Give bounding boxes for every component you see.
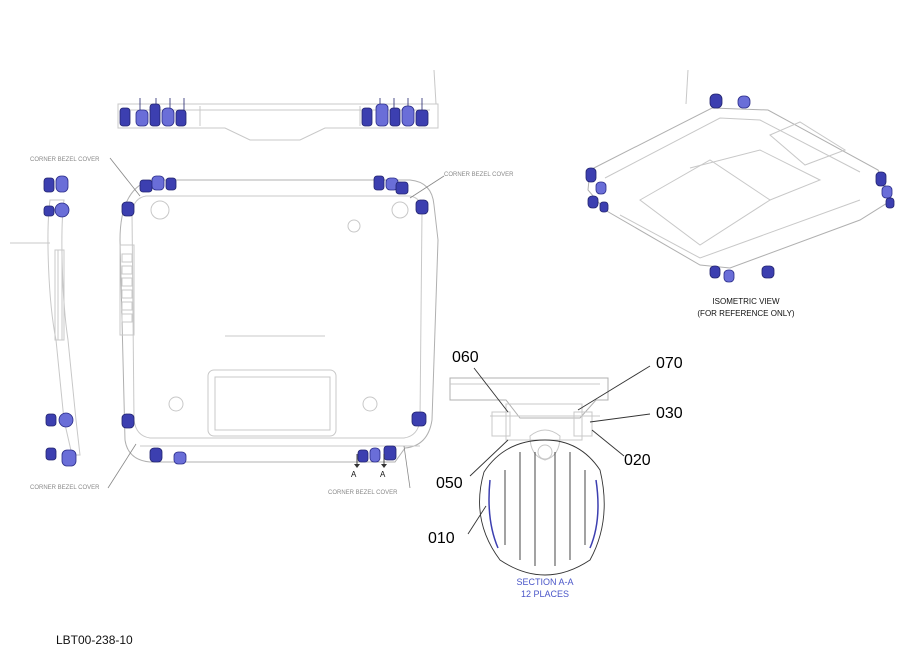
side-view-fasteners xyxy=(43,175,77,467)
top-view-fasteners-right xyxy=(361,98,429,127)
corner-bezel-label-top-right: CORNER BEZEL COVER xyxy=(444,172,514,178)
isometric-fasteners xyxy=(585,93,895,283)
callout-leaders xyxy=(467,365,651,535)
corner-bezel-label-top-left: CORNER BEZEL COVER xyxy=(30,157,100,163)
isometric-view xyxy=(585,69,895,283)
callout-010: 010 xyxy=(428,530,455,547)
plan-view-fasteners xyxy=(121,175,429,465)
section-detail xyxy=(449,377,609,576)
isometric-view-subtitle: (FOR REFERENCE ONLY) xyxy=(697,309,795,318)
corner-bezel-label-bottom-right: CORNER BEZEL COVER xyxy=(328,490,398,496)
callout-030: 030 xyxy=(656,405,683,422)
isometric-view-title: ISOMETRIC VIEW xyxy=(712,297,780,306)
top-view-fasteners-left xyxy=(119,98,187,127)
section-mark-a-1: A xyxy=(351,470,357,479)
callout-070: 070 xyxy=(656,355,683,372)
section-title: SECTION A-A xyxy=(516,577,573,587)
plan-view xyxy=(107,157,445,489)
side-view xyxy=(10,175,81,467)
callout-060: 060 xyxy=(452,349,479,366)
top-view xyxy=(117,69,439,141)
drawing-number: LBT00-238-10 xyxy=(56,633,133,647)
section-cut-markers xyxy=(354,454,387,468)
callout-020: 020 xyxy=(624,452,651,469)
section-count: 12 PLACES xyxy=(521,589,569,599)
callout-050: 050 xyxy=(436,475,463,492)
corner-bezel-label-bottom-left: CORNER BEZEL COVER xyxy=(30,485,100,491)
section-mark-a-2: A xyxy=(380,470,386,479)
